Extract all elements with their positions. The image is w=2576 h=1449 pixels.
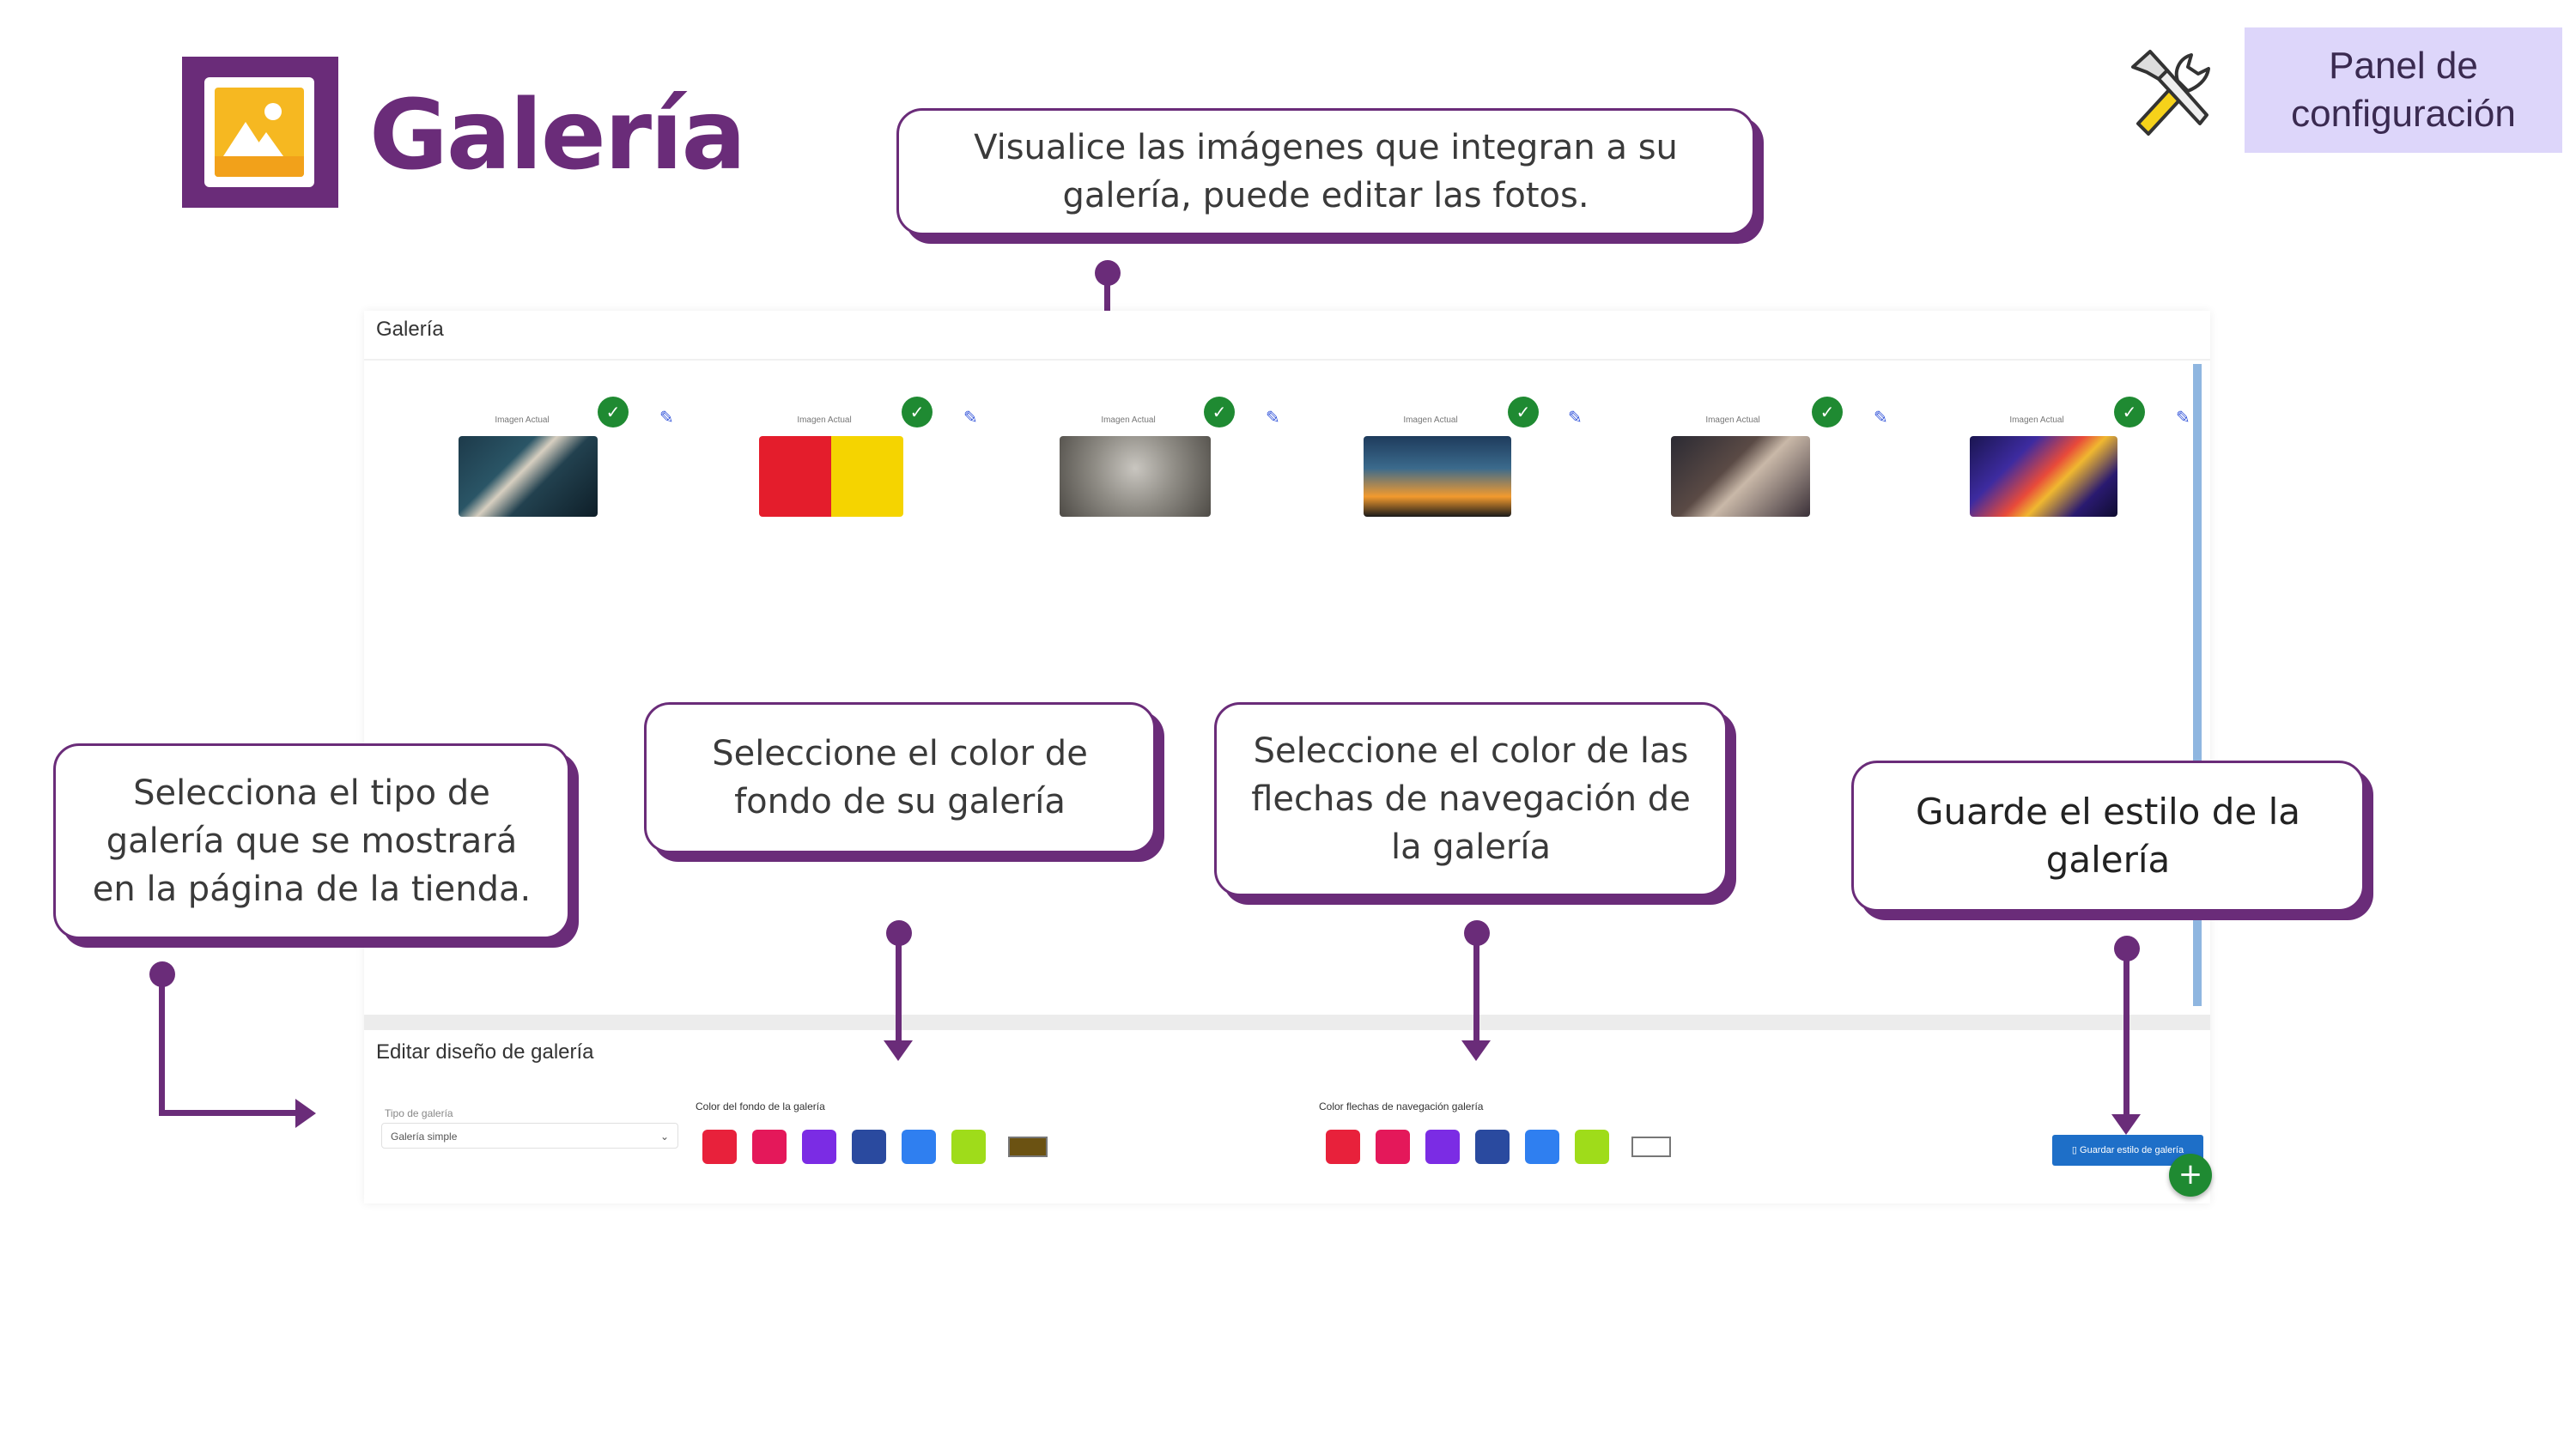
color-swatch[interactable] [1425,1130,1460,1164]
callout-gallery-type: Selecciona el tipo de galería que se mos… [53,743,570,939]
callout-arrow-color: Seleccione el color de las flechas de na… [1214,702,1728,896]
check-icon[interactable]: ✓ [902,397,933,427]
gallery-type-value: Galería simple [391,1131,458,1143]
check-icon[interactable]: ✓ [2114,397,2145,427]
gallery-image-guitarist[interactable] [1671,436,1810,517]
color-swatch[interactable] [802,1130,836,1164]
color-swatch[interactable] [1575,1130,1609,1164]
connector-line [1473,932,1479,1044]
tools-icon [2131,50,2210,136]
gallery-logo-icon [182,57,338,208]
thumb-label: Imagen Actual [797,415,852,425]
page-title: Galería [369,80,746,191]
thumb-label: Imagen Actual [2009,415,2064,425]
edit-pencil-icon[interactable]: ✎ [2176,407,2190,427]
edit-pencil-icon[interactable]: ✎ [659,407,674,427]
callout-bg-color: Seleccione el color de fondo de su galer… [644,702,1156,853]
section-separator [364,1015,2210,1030]
check-icon[interactable]: ✓ [1508,397,1539,427]
arrow-right-icon [295,1099,316,1128]
connector-line [159,973,165,1116]
gallery-panel-header [364,311,2210,361]
thumb-label: Imagen Actual [1101,415,1156,425]
edit-pencil-icon[interactable]: ✎ [1874,407,1888,427]
gallery-image-mixer[interactable] [1970,436,2117,517]
gallery-scrollbar[interactable] [2193,364,2202,1006]
save-icon: ▯ [2071,1145,2081,1155]
check-icon[interactable]: ✓ [1204,397,1235,427]
thumb-label: Imagen Actual [1403,415,1458,425]
chevron-down-icon: ⌄ [659,1131,669,1143]
gallery-image-guitar[interactable] [459,436,598,517]
selected-color-swatch[interactable] [1008,1137,1048,1157]
gallery-image-saxophone[interactable] [1364,436,1511,517]
connector-line [159,1110,296,1116]
gallery-image-singer[interactable] [1060,436,1211,517]
color-swatch[interactable] [1326,1130,1360,1164]
gallery-panel-title: Galería [376,318,444,341]
edit-pencil-icon[interactable]: ✎ [963,407,978,427]
arrow-down-icon [1461,1040,1491,1061]
gallery-type-label: Tipo de galería [385,1107,453,1119]
bg-color-label: Color del fondo de la galería [696,1100,825,1113]
connector-line [896,932,902,1044]
color-swatch[interactable] [852,1130,886,1164]
connector-line [2123,948,2129,1119]
gallery-image-headphones[interactable] [759,436,903,517]
arrow-color-label: Color flechas de navegación galería [1319,1100,1484,1113]
edit-pencil-icon[interactable]: ✎ [1568,407,1583,427]
color-swatch[interactable] [951,1130,986,1164]
edit-pencil-icon[interactable]: ✎ [1266,407,1280,427]
color-swatch[interactable] [752,1130,787,1164]
selected-color-swatch[interactable] [1631,1137,1671,1157]
gallery-type-select[interactable]: Galería simple ⌄ [381,1123,678,1149]
check-icon[interactable]: ✓ [1812,397,1843,427]
thumb-label: Imagen Actual [495,415,550,425]
callout-save-style: Guarde el estilo de la galería [1851,761,2365,912]
thumb-label: Imagen Actual [1705,415,1760,425]
add-fab-button[interactable]: + [2169,1154,2212,1197]
edit-section-title: Editar diseño de galería [376,1040,594,1064]
arrow-down-icon [884,1040,913,1061]
color-swatch[interactable] [702,1130,737,1164]
config-panel-button[interactable]: Panel de configuración [2245,27,2562,153]
color-swatch[interactable] [1525,1130,1559,1164]
color-swatch[interactable] [1376,1130,1410,1164]
callout-view-images: Visualice las imágenes que integran a su… [896,108,1755,235]
arrow-down-icon [2111,1114,2141,1135]
check-icon[interactable]: ✓ [598,397,629,427]
color-swatch[interactable] [902,1130,936,1164]
color-swatch[interactable] [1475,1130,1510,1164]
